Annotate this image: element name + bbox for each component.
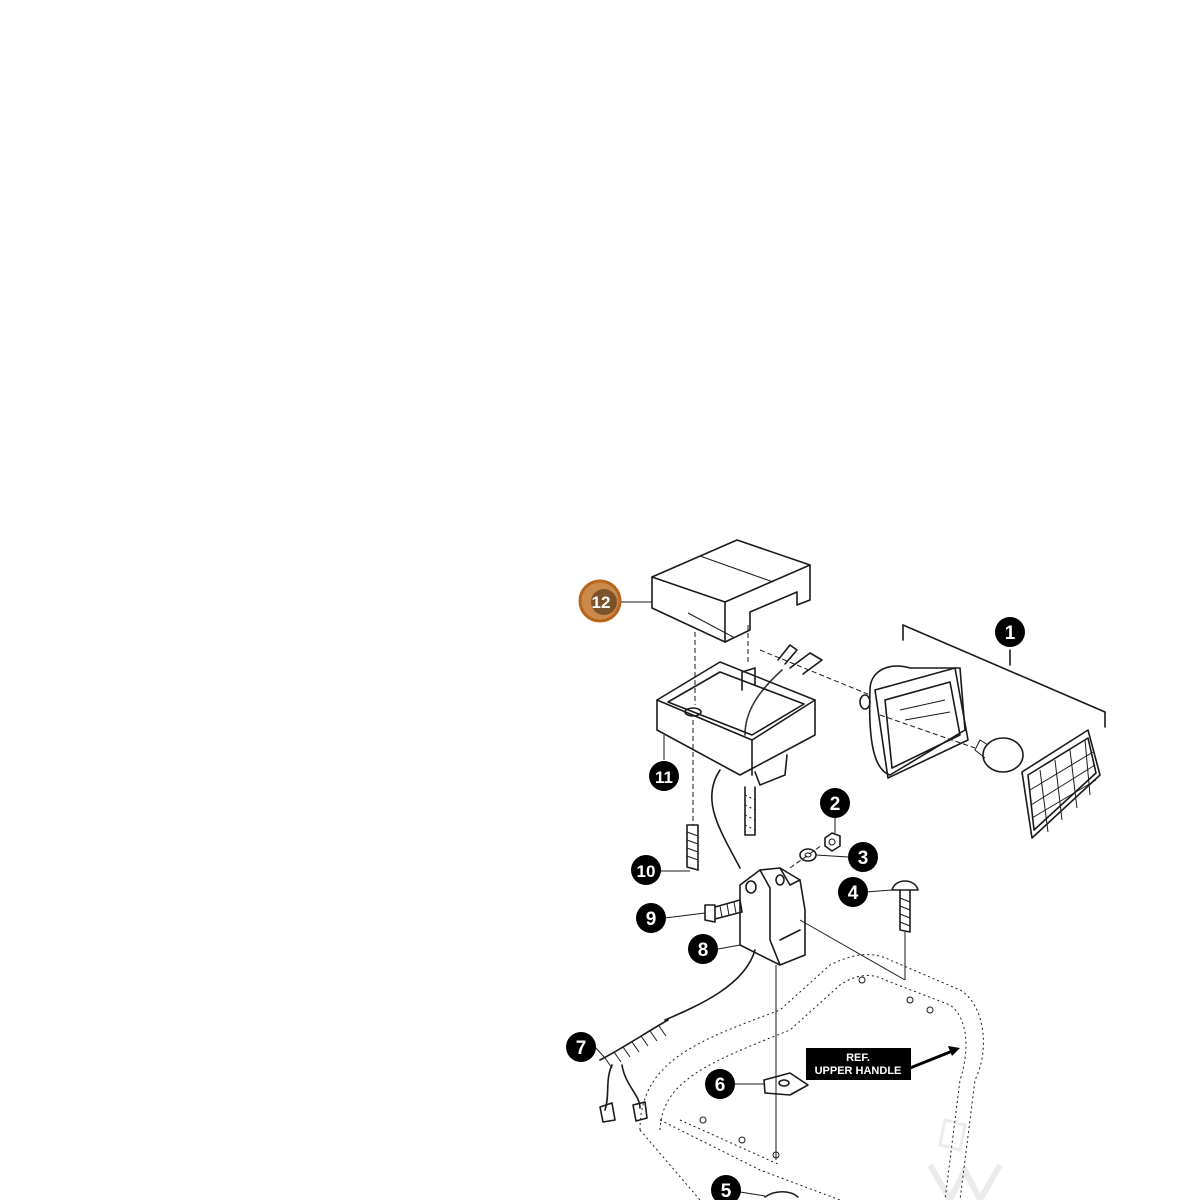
- callout-label: 4: [848, 883, 859, 904]
- callout-6[interactable]: 6: [705, 1069, 735, 1099]
- cable: [710, 769, 741, 869]
- alignment-line: [789, 844, 823, 869]
- callout-label: 1: [1005, 623, 1016, 644]
- upper-handle-frame: [639, 954, 984, 1200]
- part-screw: [744, 786, 756, 836]
- callout-label: 11: [655, 768, 673, 787]
- part-clip: [763, 1072, 809, 1096]
- watermark-logo: [927, 1118, 1003, 1200]
- part-nut: [824, 832, 841, 852]
- reference-label-line1: REF.: [846, 1052, 870, 1064]
- callout-label: 9: [646, 909, 657, 930]
- part-tie: [764, 1190, 799, 1198]
- callout-5[interactable]: 5: [711, 1175, 741, 1200]
- callout-label: 3: [858, 848, 869, 869]
- part-coiled-cord: [599, 1019, 669, 1123]
- callout-label: 10: [637, 862, 656, 881]
- callout-label: 2: [830, 794, 841, 815]
- part-housing: [656, 644, 823, 786]
- part-cover: [651, 539, 811, 643]
- part-carriage-bolt: [891, 880, 919, 980]
- reference-label-line2: UPPER HANDLE: [815, 1065, 902, 1077]
- cable: [664, 949, 756, 1021]
- reference-label: REF. UPPER HANDLE: [806, 1046, 960, 1080]
- part-washer: [799, 848, 817, 862]
- callout-10[interactable]: 10: [631, 855, 661, 885]
- callout-label: 7: [576, 1038, 587, 1059]
- callout-9[interactable]: 9: [636, 903, 666, 933]
- callout-1[interactable]: 1: [995, 617, 1025, 647]
- callout-3[interactable]: 3: [848, 842, 878, 872]
- part-bolt: [704, 899, 743, 923]
- callout-7[interactable]: 7: [566, 1032, 596, 1062]
- part-screw-long: [686, 720, 699, 871]
- callout-label: 5: [721, 1181, 732, 1200]
- leader-lines: [594, 601, 893, 1197]
- part-lamp-assembly: [859, 624, 1106, 839]
- callout-label: 8: [698, 940, 709, 961]
- callout-label: 12: [592, 593, 611, 612]
- callout-2[interactable]: 2: [820, 788, 850, 818]
- callout-4[interactable]: 4: [838, 877, 868, 907]
- alignment-line: [759, 649, 871, 696]
- part-bracket: [739, 867, 806, 966]
- callout-11[interactable]: 11: [649, 761, 679, 791]
- callout-12-highlighted[interactable]: 12: [578, 579, 622, 623]
- alignment-line: [799, 919, 906, 981]
- callout-8[interactable]: 8: [688, 934, 718, 964]
- callout-label: 6: [715, 1075, 726, 1096]
